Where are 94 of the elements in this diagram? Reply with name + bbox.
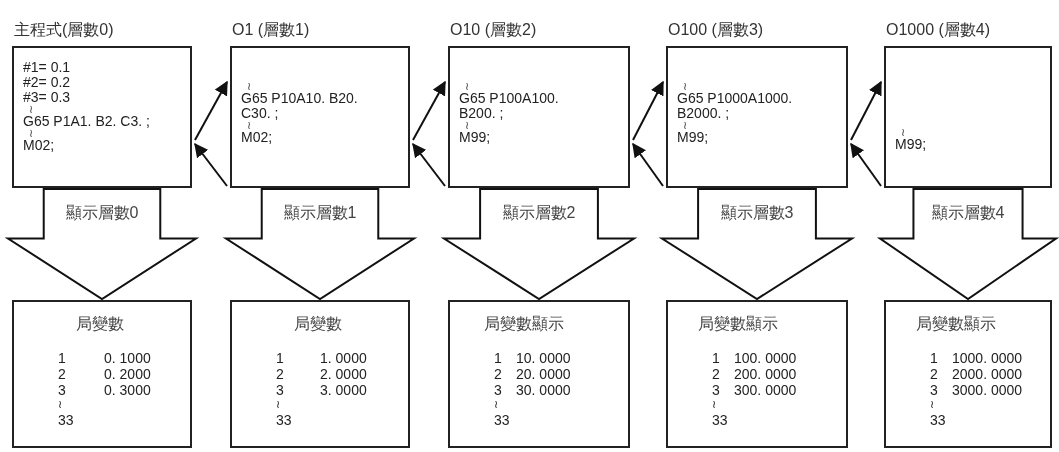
table-cell: 0. 3000 [104,382,151,398]
continuation-mark: ≀ [28,105,35,114]
continuation-mark: ≀ [58,397,63,412]
edge-label: 顯示層數4 [930,203,1006,223]
variable-display-box [230,300,410,448]
continuation-mark: ≀ [712,397,717,412]
program-heading: O1000 (層數4) [886,20,991,40]
continuation-mark: ≀ [900,128,907,137]
code-line: G65 P10A10. B20. C30. ; [241,91,359,121]
continuation-mark: ≀ [464,82,471,91]
table-cell: 2 [712,366,720,382]
table-cell: 33 [58,412,74,428]
edge-label: 顯示層數3 [719,203,795,223]
display-heading: 局變數 [76,314,124,334]
program-heading: O1 (層數1) [232,20,310,40]
code-line: G65 P100A100. B200. ; [459,91,560,121]
continuation-mark: ≀ [494,397,499,412]
table-cell: 3 [494,382,502,398]
table-cell: 3000. 0000 [952,382,1023,398]
code-line: #1= 0.1 [23,60,72,75]
code-line: G65 P1A1. B2. C3. ; [23,114,151,129]
program-heading: O10 (層數2) [450,20,537,40]
program-heading: 主程式(層數0) [14,20,114,40]
block-arrow [658,188,856,301]
table-cell: 30. 0000 [516,382,571,398]
table-cell: 20. 0000 [516,366,571,382]
arrow [632,142,664,187]
table-cell: 1 [58,350,66,366]
edge-label: 顯示層數0 [64,203,140,223]
block-arrow [4,188,200,301]
table-cell: 33 [712,412,728,428]
program-heading: O100 (層數3) [668,20,764,40]
display-heading: 局變數顯示 [916,314,996,334]
table-cell: 2 [58,366,66,382]
table-cell: 3 [276,382,284,398]
table-cell: 3. 0000 [320,382,367,398]
table-cell: 2 [276,366,284,382]
edge-label: 顯示層數2 [501,203,577,223]
arrow [412,142,446,187]
table-cell: 1 [276,350,284,366]
continuation-mark: ≀ [682,82,689,91]
display-heading: 局變數顯示 [484,314,564,334]
arrow [632,80,664,141]
arrow [412,80,446,141]
table-cell: 3 [58,382,66,398]
continuation-mark: ≀ [682,121,689,130]
arrow [850,142,882,187]
table-cell: 1. 0000 [320,350,367,366]
table-cell: 0. 2000 [104,366,151,382]
table-cell: 33 [276,412,292,428]
code-line: G65 P1000A1000. B2000. ; [677,91,794,121]
block-arrow [876,188,1059,301]
continuation-mark: ≀ [276,397,281,412]
table-cell: 3 [930,382,938,398]
code-line: M02; [241,130,274,145]
block-arrow [222,188,418,301]
continuation-mark: ≀ [930,397,935,412]
variable-display-box [448,300,630,448]
table-cell: 200. 0000 [734,366,797,382]
continuation-mark: ≀ [28,129,35,138]
table-cell: 100. 0000 [734,350,797,366]
arrow [850,80,882,141]
code-line: M02; [23,138,56,153]
table-cell: 0. 1000 [104,350,151,366]
display-heading: 局變數 [294,314,342,334]
variable-display-box [884,300,1052,448]
block-arrow [440,188,638,301]
table-cell: 1 [930,350,938,366]
arrow [194,80,228,141]
table-cell: 33 [494,412,510,428]
continuation-mark: ≀ [246,82,253,91]
table-cell: 10. 0000 [516,350,571,366]
code-line: M99; [895,137,928,152]
table-cell: 2. 0000 [320,366,367,382]
variable-display-box [666,300,848,448]
table-cell: 2 [494,366,502,382]
code-line: M99; [677,130,710,145]
table-cell: 2 [930,366,938,382]
table-cell: 2000. 0000 [952,366,1023,382]
code-line: #3= 0.3 [23,90,72,105]
code-line: #2= 0.2 [23,75,72,90]
table-cell: 1 [494,350,502,366]
edge-label: 顯示層數1 [282,203,358,223]
table-cell: 300. 0000 [734,382,797,398]
continuation-mark: ≀ [246,121,253,130]
table-cell: 3 [712,382,720,398]
variable-display-box [12,300,192,448]
table-cell: 1 [712,350,720,366]
table-cell: 33 [930,412,946,428]
code-line: M99; [459,130,492,145]
arrow [194,142,228,187]
table-cell: 1000. 0000 [952,350,1023,366]
continuation-mark: ≀ [464,121,471,130]
display-heading: 局變數顯示 [698,314,778,334]
